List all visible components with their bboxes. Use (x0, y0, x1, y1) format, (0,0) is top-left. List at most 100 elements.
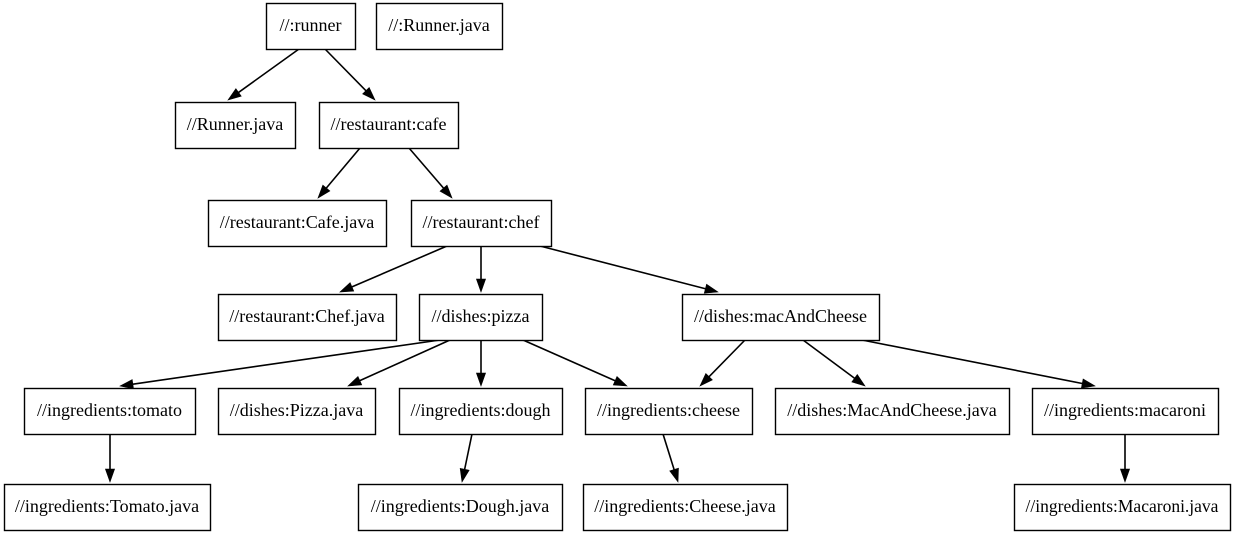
edge-line (325, 147, 361, 189)
graph-node-restaurant_cafe[interactable]: //restaurant:cafe (318, 101, 460, 150)
edge-line (324, 48, 367, 92)
node-box[interactable] (207, 199, 388, 248)
node-label: //dishes:macAndCheese (694, 306, 867, 326)
node-label: //Runner.java (187, 114, 283, 134)
node-box[interactable] (3, 483, 212, 532)
node-box[interactable] (410, 199, 553, 248)
edge-line (408, 147, 445, 189)
edge-arrowhead (104, 468, 116, 483)
edge-line (662, 433, 675, 470)
graph-edge (539, 245, 719, 294)
node-label: //ingredients:dough (411, 400, 551, 420)
graph-node-runner_java_root[interactable]: //:Runner.java (375, 2, 504, 51)
edge-arrowhead (851, 374, 866, 387)
graph-node-ing_tomato[interactable]: //ingredients:tomato (23, 387, 197, 436)
graph-edge (408, 147, 453, 199)
graph-edge (475, 340, 487, 387)
graph-node-ing_macaroni[interactable]: //ingredients:macaroni (1031, 387, 1220, 436)
graph-node-chef_java[interactable]: //restaurant:Chef.java (217, 293, 398, 342)
node-box[interactable] (681, 293, 881, 342)
edge-line (522, 339, 616, 382)
graph-edge (522, 339, 628, 387)
edge-arrowhead (317, 184, 331, 199)
edge-arrowhead (669, 467, 679, 483)
node-box[interactable] (23, 387, 197, 436)
edge-line (463, 433, 473, 470)
graph-node-cheese_java[interactable]: //ingredients:Cheese.java (582, 483, 789, 532)
graph-node-dishes_pizza[interactable]: //dishes:pizza (418, 293, 544, 342)
edge-arrowhead (339, 282, 355, 293)
edge-arrowhead (612, 376, 628, 387)
graph-edge (861, 339, 1096, 389)
node-box[interactable] (265, 2, 357, 51)
edge-arrowhead (699, 372, 713, 387)
node-box[interactable] (357, 483, 564, 532)
graph-node-cafe_java[interactable]: //restaurant:Cafe.java (207, 199, 388, 248)
graph-edge (119, 339, 441, 390)
node-label: //ingredients:Tomato.java (15, 496, 199, 516)
edge-line (351, 245, 448, 288)
node-label: //dishes:MacAndCheese.java (787, 400, 996, 420)
node-label: //restaurant:chef (423, 212, 540, 232)
node-box[interactable] (1013, 483, 1232, 532)
node-box[interactable] (318, 101, 460, 150)
node-box[interactable] (582, 483, 789, 532)
node-box[interactable] (217, 293, 398, 342)
node-box[interactable] (217, 387, 377, 436)
graph-edge (802, 339, 866, 387)
graph-edge (317, 147, 361, 199)
graph-edge (227, 48, 300, 101)
node-box[interactable] (584, 387, 754, 436)
edge-arrowhead (362, 86, 376, 101)
graph-edge (1119, 434, 1131, 483)
graph-node-runner_java[interactable]: //Runner.java (174, 101, 297, 150)
edge-line (359, 339, 451, 382)
edge-arrowhead (1119, 468, 1131, 483)
edge-arrowhead (119, 379, 134, 390)
graph-node-tomato_java[interactable]: //ingredients:Tomato.java (3, 483, 212, 532)
node-label: //:runner (280, 15, 342, 35)
node-box[interactable] (1031, 387, 1220, 436)
graph-node-pizza_java[interactable]: //dishes:Pizza.java (217, 387, 377, 436)
graph-edge (347, 339, 451, 387)
graph-edge (104, 434, 116, 483)
node-label: //dishes:Pizza.java (230, 400, 363, 420)
node-label: //ingredients:Cheese.java (594, 496, 775, 516)
node-label: //restaurant:cafe (331, 114, 447, 134)
node-label: //ingredients:Dough.java (371, 496, 549, 516)
node-label: //restaurant:Cafe.java (220, 212, 374, 232)
edge-arrowhead (475, 372, 487, 387)
graph-node-dishes_mac[interactable]: //dishes:macAndCheese (681, 293, 881, 342)
graph-node-ing_cheese[interactable]: //ingredients:cheese (584, 387, 754, 436)
node-box[interactable] (774, 387, 1011, 436)
node-label: //dishes:pizza (432, 306, 530, 326)
edge-line (238, 48, 300, 94)
edge-line (132, 339, 441, 385)
node-box[interactable] (418, 293, 544, 342)
graph-node-restaurant_chef[interactable]: //restaurant:chef (410, 199, 553, 248)
edge-line (861, 339, 1083, 385)
nodes-layer: //:runner //:Runner.java //Runner.java //re… (3, 2, 1232, 532)
edge-arrowhead (459, 467, 470, 483)
node-box[interactable] (398, 387, 564, 436)
graph-edge (662, 433, 679, 483)
graph-node-runner[interactable]: //:runner (265, 2, 357, 51)
graph-node-dough_java[interactable]: //ingredients:Dough.java (357, 483, 564, 532)
node-box[interactable] (174, 101, 297, 150)
graph-edge (699, 339, 746, 387)
edge-arrowhead (347, 375, 363, 387)
graph-node-ing_dough[interactable]: //ingredients:dough (398, 387, 564, 436)
graph-node-mac_java[interactable]: //dishes:MacAndCheese.java (774, 387, 1011, 436)
node-label: //restaurant:Chef.java (229, 306, 384, 326)
graph-node-macaroni_java[interactable]: //ingredients:Macaroni.java (1013, 483, 1232, 532)
edge-arrowhead (1080, 378, 1096, 389)
graph-edge (459, 433, 473, 483)
node-box[interactable] (375, 2, 504, 51)
edge-line (539, 245, 706, 290)
edge-line (802, 339, 856, 379)
edge-arrowhead (475, 278, 487, 293)
graph-edge (324, 48, 376, 101)
node-label: //ingredients:tomato (37, 400, 182, 420)
node-label: //ingredients:Macaroni.java (1026, 496, 1219, 516)
